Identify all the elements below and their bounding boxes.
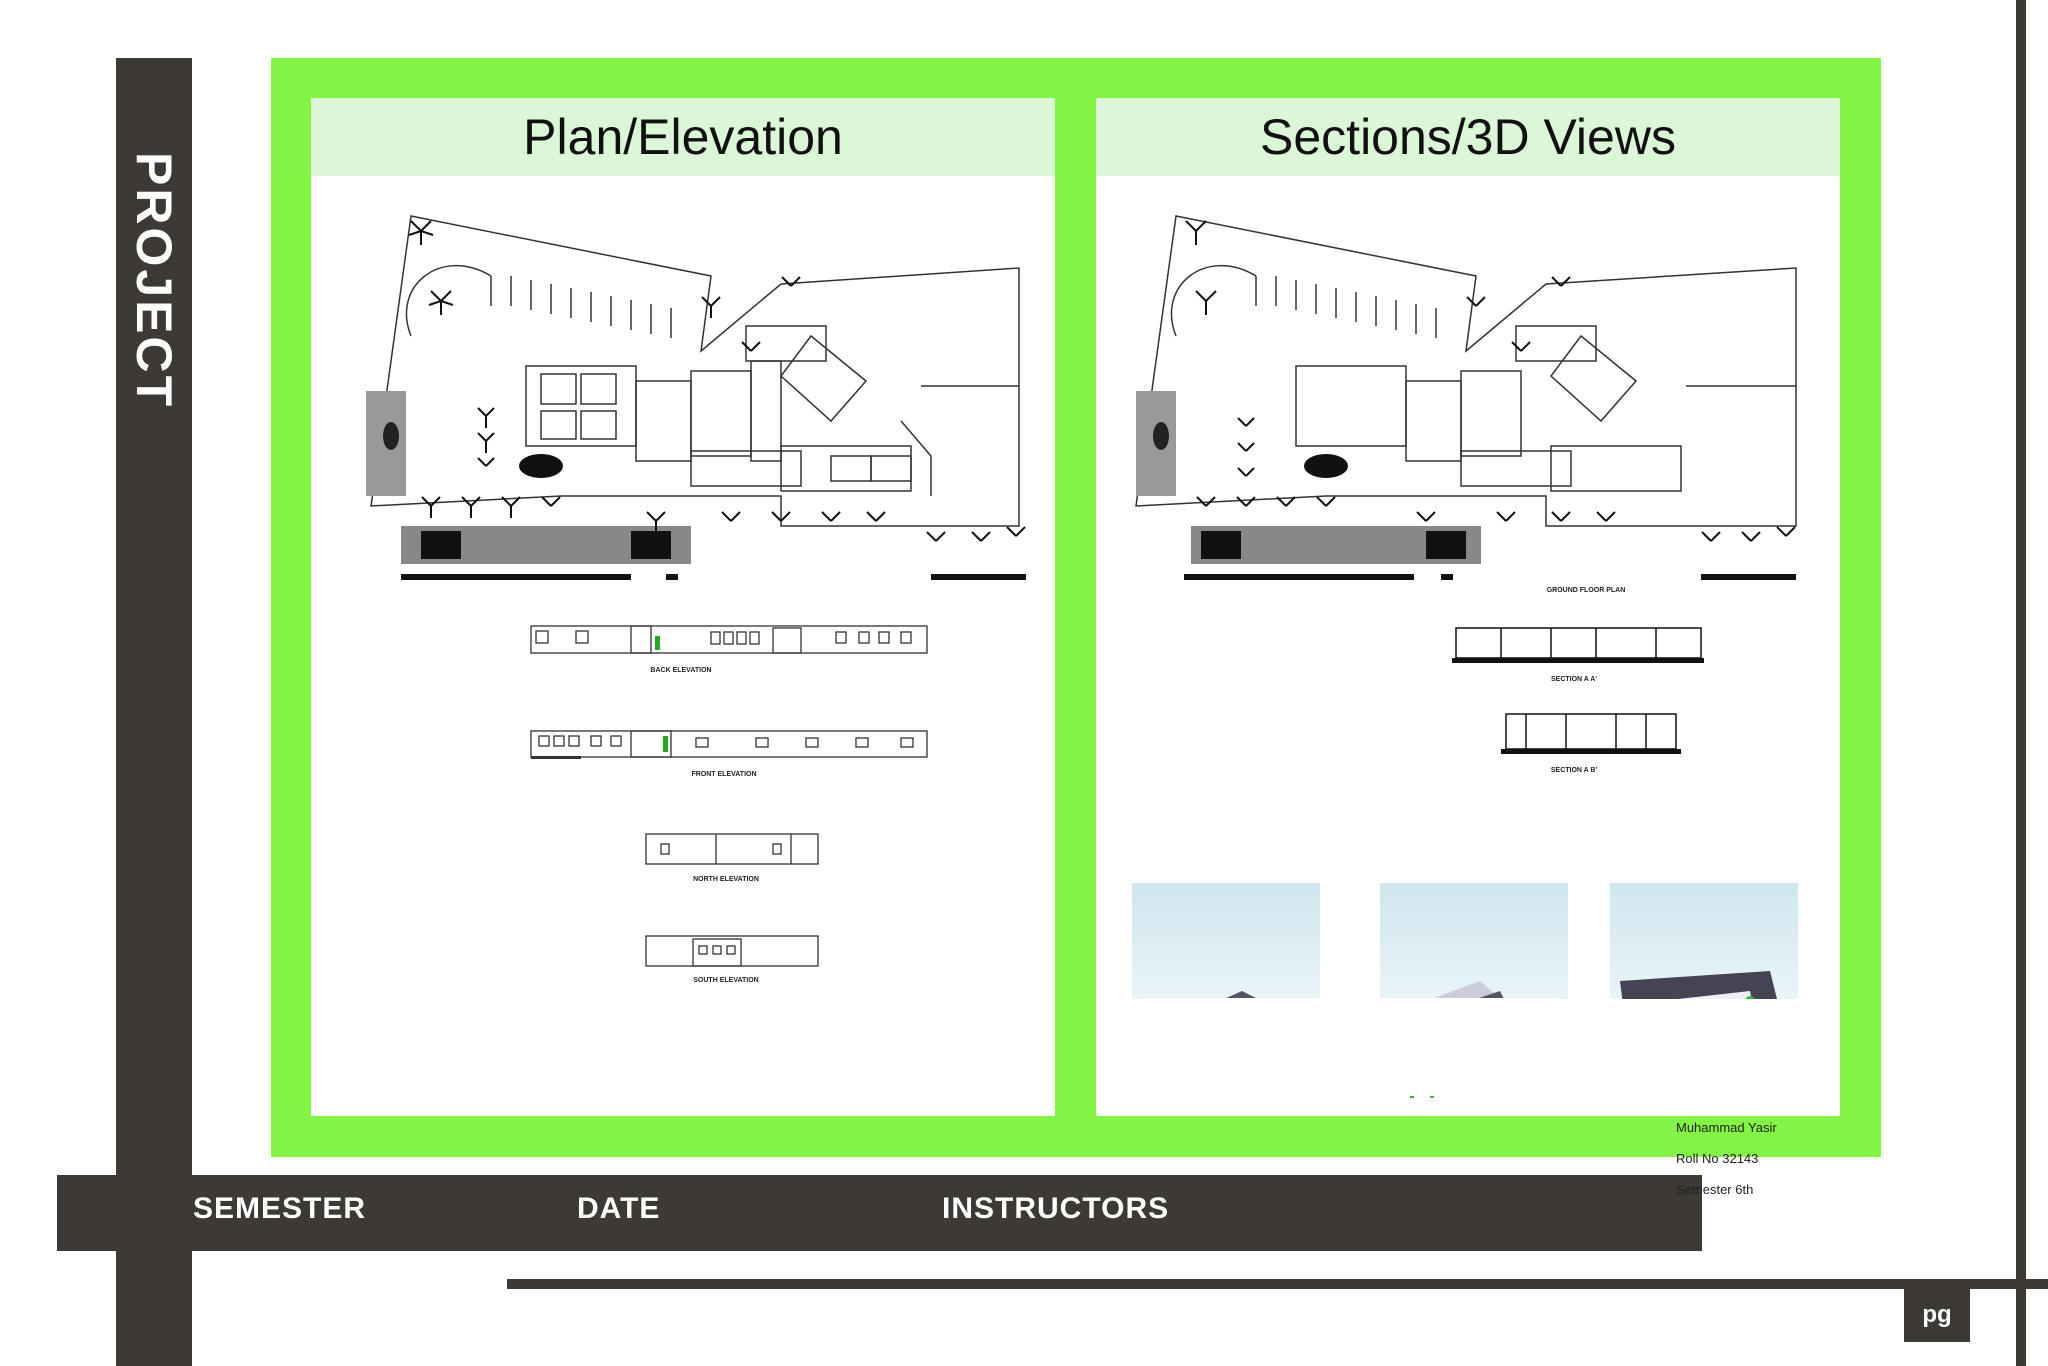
sections-3d-panel: Sections/3D Views	[1096, 98, 1840, 1197]
3d-view-4	[1146, 998, 1321, 1098]
footer-instructors-label: INSTRUCTORS	[942, 1192, 1170, 1225]
frame-right-line	[2016, 0, 2026, 1366]
student-name: Muhammad Yasir	[1676, 1120, 1777, 1135]
palm-trees	[408, 220, 1026, 542]
plan-elevation-panel: Plan/Elevation	[311, 98, 1055, 1116]
page-number-box: pg	[1904, 1288, 1970, 1342]
north-elevation-label: NORTH ELEVATION	[693, 876, 759, 883]
plan-elevation-drawings: BACK ELEVATION FRONT ELEVATION NORTH ELE…	[366, 215, 1026, 984]
frame-footer-bar	[57, 1175, 1702, 1251]
sections-drawings: GROUND FLOOR PLAN SECTION A A' SECTION A…	[1135, 215, 1797, 774]
front-elevation-label: FRONT ELEVATION	[691, 771, 756, 778]
footer-semester-label: SEMESTER	[193, 1192, 367, 1225]
sections-3d-title: Sections/3D Views	[1096, 98, 1840, 176]
3d-view-1	[1132, 883, 1320, 999]
footer-date-label: DATE	[577, 1192, 661, 1225]
elevation-drawings	[530, 625, 928, 967]
ground-floor-plan-label: GROUND FLOOR PLAN	[1547, 587, 1626, 594]
frame-bottom-line	[507, 1279, 2048, 1289]
pond-shape	[519, 454, 563, 478]
presentation-board: Plan/Elevation	[271, 58, 1881, 1197]
project-vertical-label: PROJECT	[126, 152, 182, 410]
back-elevation-label: BACK ELEVATION	[650, 667, 711, 674]
3d-view-2	[1380, 883, 1568, 999]
3d-view-5	[1380, 998, 1555, 1098]
frame-vertical-bar	[116, 58, 192, 1366]
student-roll: Roll No 32143	[1676, 1151, 1759, 1166]
section-drawings	[1455, 627, 1702, 750]
3d-view-3	[1610, 883, 1798, 999]
section-aa-label: SECTION A A'	[1551, 676, 1597, 683]
south-elevation-label: SOUTH ELEVATION	[693, 977, 758, 984]
student-semester: Semester 6th	[1676, 1182, 1754, 1197]
plan-elevation-title: Plan/Elevation	[311, 98, 1055, 176]
section-ab-label: SECTION A B'	[1551, 767, 1598, 774]
site-plan	[370, 215, 1020, 527]
